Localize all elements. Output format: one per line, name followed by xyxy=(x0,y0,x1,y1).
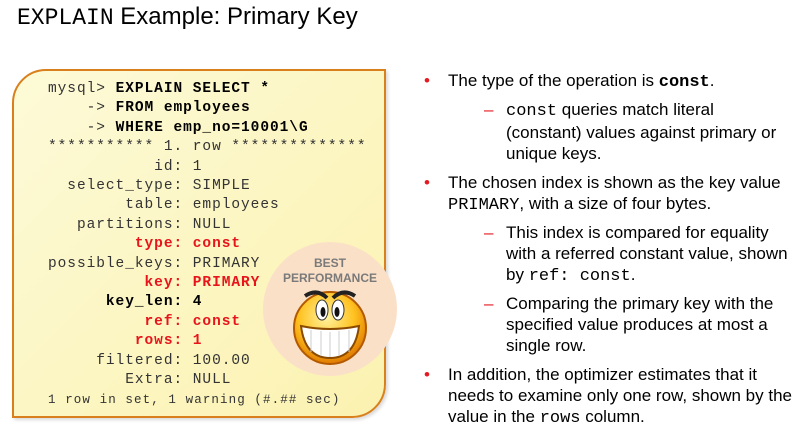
bullet-item: •The chosen index is shown as the key va… xyxy=(420,172,794,356)
bullet-item: •The type of the operation is const. –co… xyxy=(420,70,794,164)
sub-item: –This index is compared for equality wit… xyxy=(484,223,788,286)
explanation-list: •The type of the operation is const. –co… xyxy=(420,70,794,437)
query-line: FROM employees xyxy=(115,100,251,117)
slide-title: EXPLAIN Example: Primary Key xyxy=(17,3,358,31)
field-id: id: 1 xyxy=(48,158,203,175)
field-table: table: employees xyxy=(48,197,280,214)
title-code: EXPLAIN xyxy=(17,5,114,31)
field-extra: Extra: NULL xyxy=(48,372,232,389)
field-rows: rows: 1 xyxy=(48,333,203,350)
title-text: Example: Primary Key xyxy=(113,3,358,30)
grinning-smiley-icon xyxy=(293,290,367,365)
prompt: -> xyxy=(48,119,116,136)
field-key: key: PRIMARY xyxy=(48,275,261,292)
badge-line1: BEST xyxy=(313,256,346,270)
result-footer: 1 row in set, 1 warning (#.## sec) xyxy=(48,392,341,407)
bullet-item: •In addition, the optimizer estimates th… xyxy=(424,365,792,428)
field-type: type: const xyxy=(48,236,242,253)
field-select-type: select_type: SIMPLE xyxy=(48,178,251,195)
sub-item: –Comparing the primary key with the spec… xyxy=(484,294,774,355)
field-possible-keys: possible_keys: PRIMARY xyxy=(48,255,261,272)
query-line: WHERE emp_no=10001\G xyxy=(115,119,309,136)
field-filtered: filtered: 100.00 xyxy=(48,352,251,369)
field-key-len: key_len: 4 xyxy=(48,294,203,311)
prompt: mysql> xyxy=(48,81,116,97)
row-header: *********** 1. row ************** xyxy=(48,139,367,156)
prompt: -> xyxy=(48,100,116,117)
field-ref: ref: const xyxy=(48,313,242,330)
sub-item: –const queries match literal (constant) … xyxy=(484,100,777,163)
query-line: EXPLAIN SELECT * xyxy=(115,81,270,97)
badge-line2: PERFORMANCE xyxy=(282,271,377,285)
field-partitions: partitions: NULL xyxy=(48,216,232,233)
explain-output: mysql> EXPLAIN SELECT * -> FROM employee… xyxy=(48,80,367,410)
